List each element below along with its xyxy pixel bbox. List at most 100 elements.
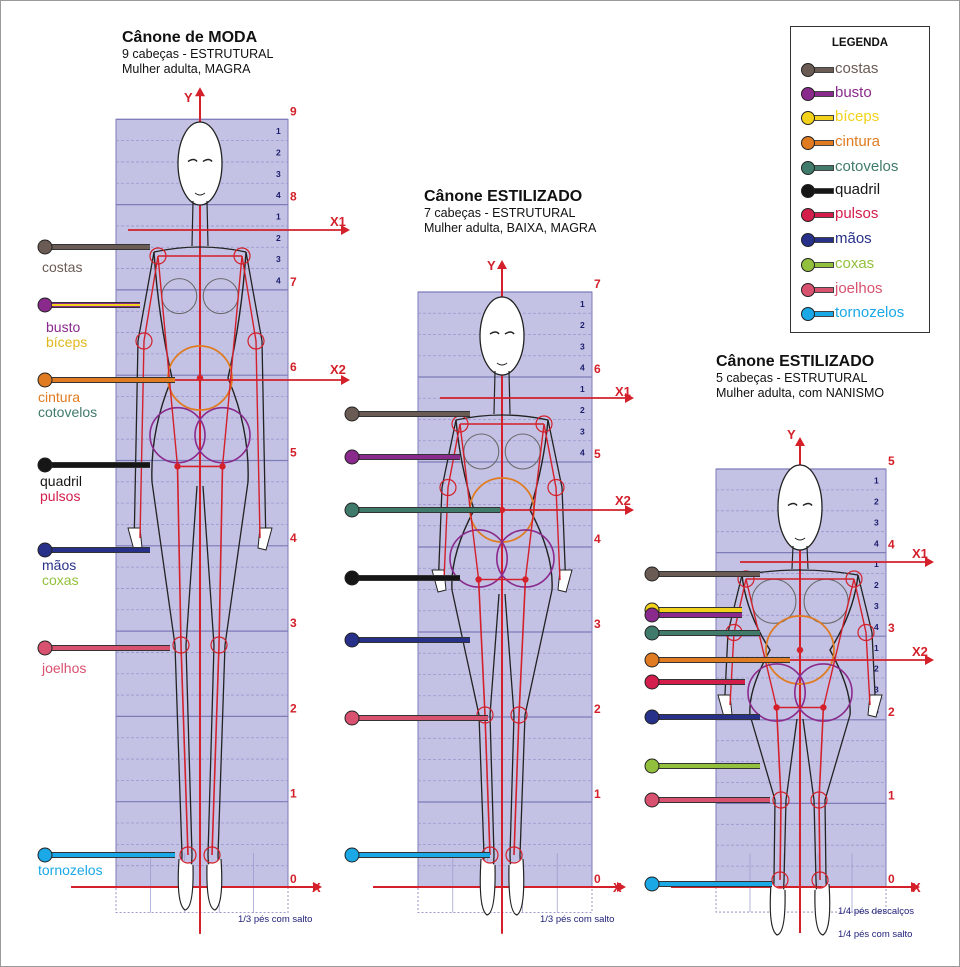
sub-number: 4 — [276, 190, 281, 200]
canon-1-subtitle: 9 cabeças - ESTRUTURAL — [122, 47, 274, 61]
mouth — [194, 192, 206, 196]
legend-swatch-bar — [811, 165, 834, 171]
sub-number: 1 — [276, 212, 281, 222]
head-number: 0 — [888, 872, 895, 886]
joint-circle — [203, 846, 221, 864]
sub-number: 4 — [276, 276, 281, 286]
joint-dot — [219, 463, 226, 470]
legend-swatch-dot — [801, 111, 815, 125]
legend-label: quadril — [835, 181, 881, 198]
foot-left — [769, 883, 786, 936]
eyes — [489, 331, 515, 335]
sub-number: 4 — [874, 538, 879, 548]
callout-dot — [644, 876, 660, 892]
head-number: 2 — [888, 705, 895, 719]
sub-number: 3 — [874, 601, 879, 611]
arm-right — [245, 251, 267, 549]
callout-dot — [344, 710, 360, 726]
legend-label: pulsos — [835, 205, 879, 222]
legend-swatch-bar — [811, 237, 834, 243]
legend-swatch-dot — [801, 136, 815, 150]
joint-circle — [811, 871, 829, 889]
axis-arrowhead — [925, 557, 934, 567]
sub-number: 4 — [874, 622, 879, 632]
canon-1-x2-label: X2 — [330, 362, 346, 377]
eyes — [787, 502, 813, 507]
callout-dot — [37, 640, 53, 656]
head-number: 5 — [290, 446, 297, 460]
axis-arrowhead — [195, 87, 205, 97]
skeleton-torso — [459, 423, 545, 580]
head-number: 6 — [290, 360, 297, 374]
label-costas: costas — [42, 259, 83, 275]
arm-right — [857, 574, 877, 716]
joint-dot — [773, 704, 780, 711]
legend-label: coxas — [835, 255, 875, 272]
sub-number: 1 — [874, 559, 879, 569]
head-number: 6 — [594, 362, 601, 376]
head-number: 4 — [888, 538, 895, 552]
legend-swatch-bar — [811, 262, 834, 268]
canon-1-x1-label: X1 — [330, 214, 346, 229]
callout-dot — [37, 297, 53, 313]
legend-swatch-bar — [811, 287, 834, 293]
joint-circle — [179, 846, 197, 864]
axis-arrowhead — [497, 260, 507, 269]
canon-3-x-label: X — [912, 880, 921, 895]
head-number: 4 — [290, 531, 297, 545]
foot-right — [508, 858, 525, 916]
neck — [493, 370, 511, 415]
skeleton-arms — [443, 423, 561, 581]
arm-left — [133, 251, 155, 549]
legend-swatch-bar — [811, 188, 834, 194]
legend-item-1: costas — [801, 60, 929, 80]
sub-number: 1 — [580, 384, 585, 394]
sub-number: 3 — [874, 685, 879, 695]
sub-number: 1 — [874, 643, 879, 653]
head-number: 1 — [888, 788, 895, 802]
axis-arrowhead — [911, 882, 920, 892]
joint-circle — [810, 791, 828, 809]
axis-arrowhead — [341, 375, 350, 385]
legend-swatch-dot — [801, 307, 815, 321]
canon-3-y-label: Y — [787, 427, 796, 442]
joint-circle — [172, 636, 190, 654]
sub-number: 3 — [276, 254, 281, 264]
foot-grid — [115, 886, 289, 913]
joint-circle — [135, 332, 153, 350]
legend-label: busto — [835, 84, 872, 101]
callout-dot — [344, 502, 360, 518]
label-quadril: quadril — [40, 473, 83, 489]
canon-3-foot-note-1: 1/4 pés descalços — [838, 906, 915, 917]
head-number: 7 — [594, 277, 601, 291]
hand-right — [557, 569, 573, 593]
label-pulsos: pulsos — [40, 488, 81, 504]
sub-number: 4 — [580, 448, 585, 458]
axis-arrowhead — [625, 393, 634, 403]
eyes — [187, 158, 213, 163]
sub-number: 2 — [874, 497, 879, 507]
legend-swatch-bar — [811, 67, 834, 73]
sub-number: 1 — [276, 126, 281, 136]
canon-3-title-block: Cânone ESTILIZADO 5 cabeças - ESTRUTURAL… — [716, 352, 884, 401]
canon-2-x1-label: X1 — [615, 384, 631, 399]
legend-item-3: bíceps — [801, 108, 929, 128]
joint-dot — [820, 704, 827, 711]
label-tornozelos: tornozelos — [38, 862, 103, 878]
legend-swatch-dot — [801, 208, 815, 222]
mouth — [496, 362, 508, 366]
label-maos: mãos — [42, 557, 77, 573]
axis-arrowhead — [341, 225, 350, 235]
joint-dot — [475, 576, 482, 583]
head-number: 9 — [290, 104, 297, 118]
legend-swatch-dot — [801, 87, 815, 101]
sub-number: 3 — [580, 426, 585, 436]
joint-circle — [510, 706, 528, 724]
legend-label: tornozelos — [835, 304, 905, 321]
foot-grid — [417, 886, 593, 913]
joint-circle — [233, 247, 251, 265]
callout-dot — [644, 709, 660, 725]
sub-number: 3 — [276, 169, 281, 179]
head-number: 5 — [594, 447, 601, 461]
callout-dot — [644, 758, 660, 774]
